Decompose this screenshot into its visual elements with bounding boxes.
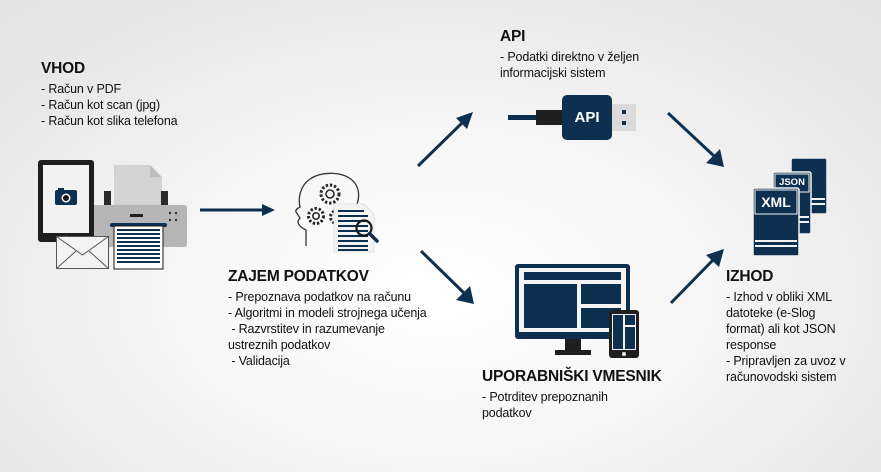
input-lines: - Račun v PDF - Račun kot scan (jpg) - R… bbox=[41, 81, 178, 129]
output-lines: - Izhod v obliki XML datoteke (e-Slog fo… bbox=[726, 289, 846, 385]
capture-line: - Validacija bbox=[228, 354, 290, 368]
arrow-input-to-capture bbox=[198, 203, 278, 217]
output-line: format) ali kot JSON bbox=[726, 322, 836, 336]
api-title: API bbox=[500, 28, 526, 45]
api-block: API - Podatki direktno v željen informac… bbox=[500, 28, 639, 81]
input-line: - Račun v PDF bbox=[41, 82, 122, 96]
capture-block: ZAJEM PODATKOV - Prepoznava podatkov na … bbox=[228, 268, 427, 369]
tablet-camera-icon bbox=[38, 160, 95, 243]
capture-line: - Algoritmi in modeli strojnega učenja bbox=[228, 306, 427, 320]
arrow-ui-to-output bbox=[668, 246, 726, 306]
api-connector-label: API bbox=[574, 109, 600, 126]
capture-line: - Razvrstitev in razumevanje bbox=[228, 322, 385, 336]
output-block: IZHOD - Izhod v obliki XML datoteke (e-S… bbox=[726, 268, 846, 385]
printer-scanner-icon bbox=[92, 165, 188, 270]
arrow-capture-to-api bbox=[415, 110, 475, 170]
output-line: - Pripravljen za uvoz v bbox=[726, 354, 846, 368]
ui-line: podatkov bbox=[482, 406, 532, 420]
ui-block: UPORABNIŠKI VMESNIK - Potrditev prepozna… bbox=[482, 368, 662, 421]
capture-lines: - Prepoznava podatkov na računu - Algori… bbox=[228, 289, 427, 369]
output-line: datoteke (e-Slog bbox=[726, 306, 816, 320]
api-line: informacijski sistem bbox=[500, 66, 606, 80]
monitor-tablet-icon bbox=[515, 264, 641, 360]
output-line: računovodski sistem bbox=[726, 370, 837, 384]
input-line: - Račun kot slika telefona bbox=[41, 114, 178, 128]
api-lines: - Podatki direktno v željen informacijsk… bbox=[500, 49, 639, 81]
ui-title: UPORABNIŠKI VMESNIK bbox=[482, 368, 662, 385]
output-line: - Izhod v obliki XML bbox=[726, 290, 833, 304]
input-block: VHOD - Račun v PDF - Račun kot scan (jpg… bbox=[41, 60, 178, 129]
arrow-api-to-output bbox=[665, 110, 727, 170]
api-line: - Podatki direktno v željen bbox=[500, 50, 640, 64]
ui-lines: - Potrditev prepoznanih podatkov bbox=[482, 389, 662, 421]
output-title: IZHOD bbox=[726, 268, 774, 285]
json-file-label: JSON bbox=[779, 177, 805, 188]
usb-api-connector-icon: API bbox=[508, 95, 636, 141]
output-line: response bbox=[726, 338, 777, 352]
file-stack-icon: JSON XML bbox=[752, 157, 829, 258]
arrow-capture-to-ui bbox=[418, 248, 478, 306]
input-line: - Račun kot scan (jpg) bbox=[41, 98, 160, 112]
capture-title: ZAJEM PODATKOV bbox=[228, 268, 369, 285]
envelope-icon bbox=[56, 236, 110, 270]
input-title: VHOD bbox=[41, 60, 85, 77]
capture-line: - Prepoznava podatkov na računu bbox=[228, 290, 411, 304]
xml-file-label: XML bbox=[761, 194, 791, 210]
ui-line: - Potrditev prepoznanih bbox=[482, 390, 608, 404]
capture-line: ustreznih podatkov bbox=[228, 338, 331, 352]
head-gears-document-icon bbox=[292, 172, 384, 253]
